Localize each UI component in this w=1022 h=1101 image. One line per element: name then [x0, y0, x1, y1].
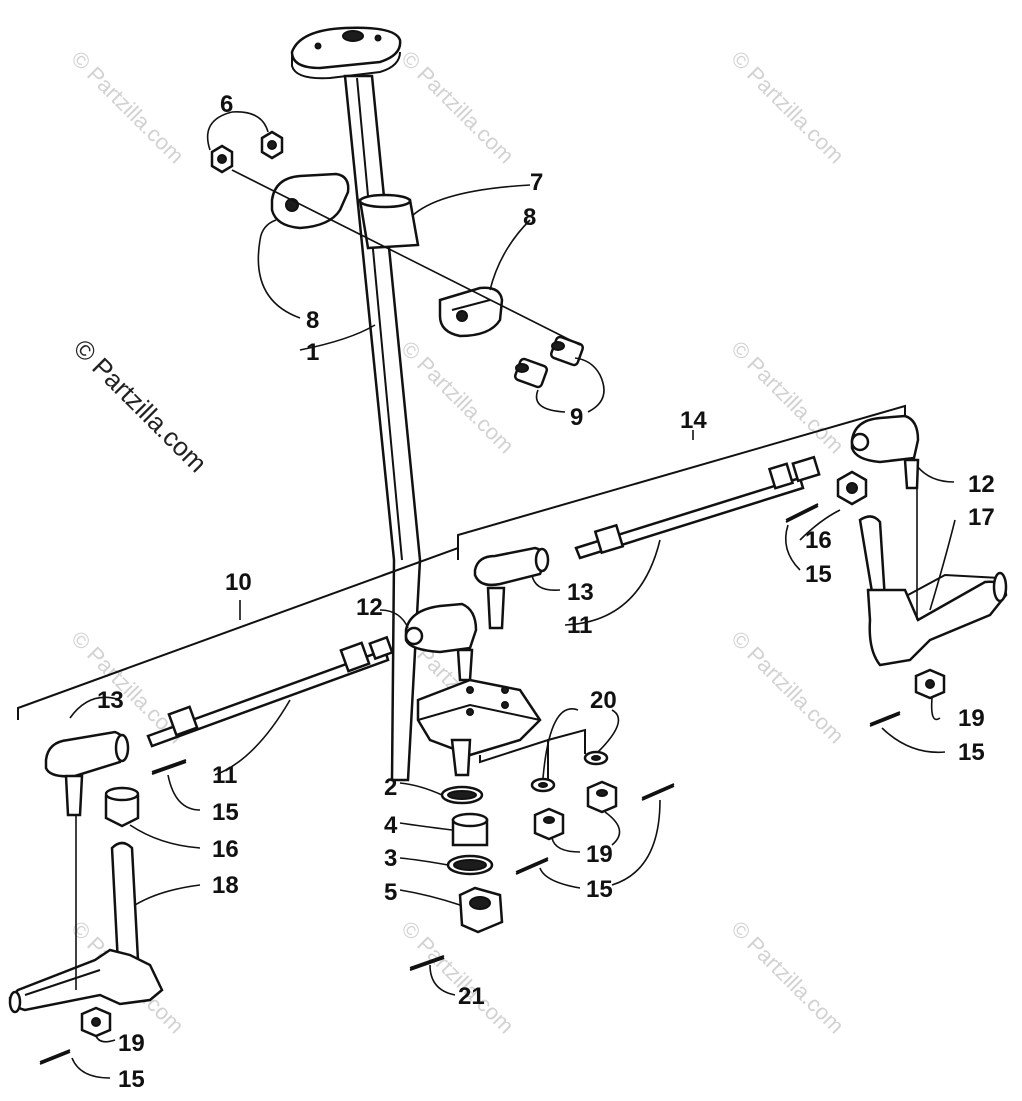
watermark-text: © Partzilla.com [396, 46, 519, 169]
callout-20: 20 [590, 687, 617, 714]
callout-5: 5 [384, 879, 397, 906]
steering-column [290, 26, 542, 782]
callout-11: 11 [567, 612, 592, 639]
left-spindle [8, 786, 164, 1038]
left-tie-rod-assembly [17, 546, 478, 817]
callout-10: 10 [225, 569, 252, 596]
watermark-text: © Partzilla.com [726, 626, 849, 749]
callout-labels: 6 7 8 8 1 9 14 12 17 16 15 10 13 11 12 2… [97, 91, 995, 1093]
callout-15: 15 [958, 739, 985, 766]
callout-15: 15 [118, 1066, 145, 1093]
right-tie-rod-assembly [457, 404, 920, 630]
callout-8: 8 [306, 307, 319, 334]
callout-14: 14 [680, 407, 707, 434]
watermark-text: © Partzilla.com [726, 916, 849, 1039]
watermark-text: © Partzilla.com [726, 46, 849, 169]
cotter-pins [39, 503, 901, 1065]
callout-2: 2 [384, 774, 397, 801]
callout-15: 15 [586, 876, 613, 903]
watermark-text: © Partzilla.com [396, 916, 519, 1039]
callout-3: 3 [384, 845, 397, 872]
watermark-text: © Partzilla.com [396, 336, 519, 459]
callout-18: 18 [212, 872, 239, 899]
callout-13: 13 [567, 579, 594, 606]
callout-4: 4 [384, 812, 398, 839]
callout-19: 19 [586, 841, 613, 868]
leader-lines [69, 111, 956, 1079]
callout-7: 7 [530, 169, 543, 196]
callout-17: 17 [968, 504, 995, 531]
upper-clamp-group [210, 130, 585, 389]
callout-15: 15 [805, 561, 832, 588]
callout-13: 13 [97, 687, 124, 714]
callout-19: 19 [118, 1030, 145, 1057]
callout-19: 19 [958, 705, 985, 732]
callout-15: 15 [212, 799, 239, 826]
callout-6: 6 [220, 91, 233, 118]
callout-8: 8 [523, 204, 536, 231]
callout-1: 1 [306, 339, 319, 366]
callout-12: 12 [356, 594, 383, 621]
callout-16: 16 [805, 527, 832, 554]
lower-column-hardware [440, 728, 618, 934]
watermark-text: © Partzilla.com [66, 46, 189, 169]
watermark-text-dark: © Partzilla.com [68, 333, 213, 478]
callout-9: 9 [570, 404, 583, 431]
callout-21: 21 [458, 983, 485, 1010]
right-spindle [836, 470, 1008, 700]
callout-11: 11 [212, 762, 237, 789]
callout-16: 16 [212, 836, 239, 863]
callout-12: 12 [968, 471, 995, 498]
